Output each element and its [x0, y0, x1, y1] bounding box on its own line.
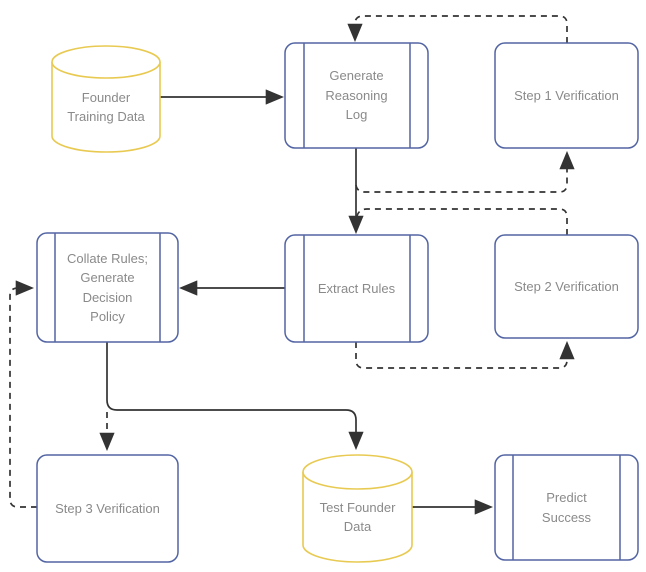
- node-generate-reasoning-log-shape: [284, 42, 429, 149]
- edges: [9, 15, 575, 515]
- cylinder-top: [51, 45, 161, 79]
- edge-collate-rules-to-test-founder-data: [106, 342, 364, 451]
- node-step3-verification-shape: [36, 454, 179, 563]
- nodes: [36, 42, 639, 563]
- cylinder-body: [302, 472, 413, 563]
- edge-step3-verification-to-collate-rules: [9, 280, 37, 508]
- node-predict-success-shape: [494, 454, 639, 561]
- node-step2-verification-shape: [494, 234, 639, 339]
- subroutine-rect: [284, 42, 429, 149]
- cylinder-body: [51, 62, 161, 153]
- edge-extract-rules-to-step2-verification: [355, 340, 575, 369]
- node-collate-rules-shape: [36, 232, 179, 343]
- edge-step2-verification-to-extract-rules: [356, 208, 568, 235]
- subroutine-rect: [494, 454, 639, 561]
- node-test-founder-data-shape: [302, 454, 413, 563]
- subroutine-rect: [284, 234, 429, 343]
- cylinder-top: [302, 454, 413, 490]
- edge-generate-reasoning-log-to-step1-verification: [355, 150, 575, 193]
- subroutine-rect: [36, 232, 179, 343]
- node-founder-training-data-shape: [51, 45, 161, 153]
- node-extract-rules-shape: [284, 234, 429, 343]
- node-step1-verification-shape: [494, 42, 639, 149]
- edge-step1-verification-to-generate-reasoning-log: [347, 15, 568, 43]
